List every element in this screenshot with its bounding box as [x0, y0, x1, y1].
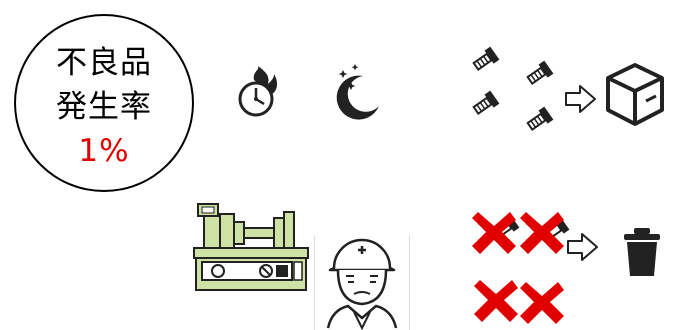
circle-line-1: 不良品	[16, 44, 192, 82]
defect-rate-value: 1%	[16, 132, 192, 170]
trash-can-icon	[620, 226, 664, 278]
screw-icon	[470, 46, 500, 74]
red-x-mark-icon	[518, 208, 566, 256]
moon-stars-icon	[333, 62, 381, 118]
circle-line-2: 発生率	[16, 88, 192, 126]
defect-rate-circle: 不良品 発生率 1%	[14, 14, 194, 192]
fast-clock-icon	[234, 66, 280, 118]
right-arrow-icon	[564, 84, 598, 114]
injection-machine-icon	[192, 198, 312, 294]
red-x-mark-icon	[518, 278, 566, 326]
tired-worker-icon	[322, 232, 402, 328]
box-icon	[604, 62, 666, 128]
red-x-mark-icon	[470, 208, 518, 256]
screw-icon	[524, 60, 554, 88]
screw-icon	[470, 90, 500, 118]
red-x-mark-icon	[472, 276, 520, 324]
right-arrow-icon	[566, 232, 600, 262]
screw-icon	[524, 106, 554, 134]
